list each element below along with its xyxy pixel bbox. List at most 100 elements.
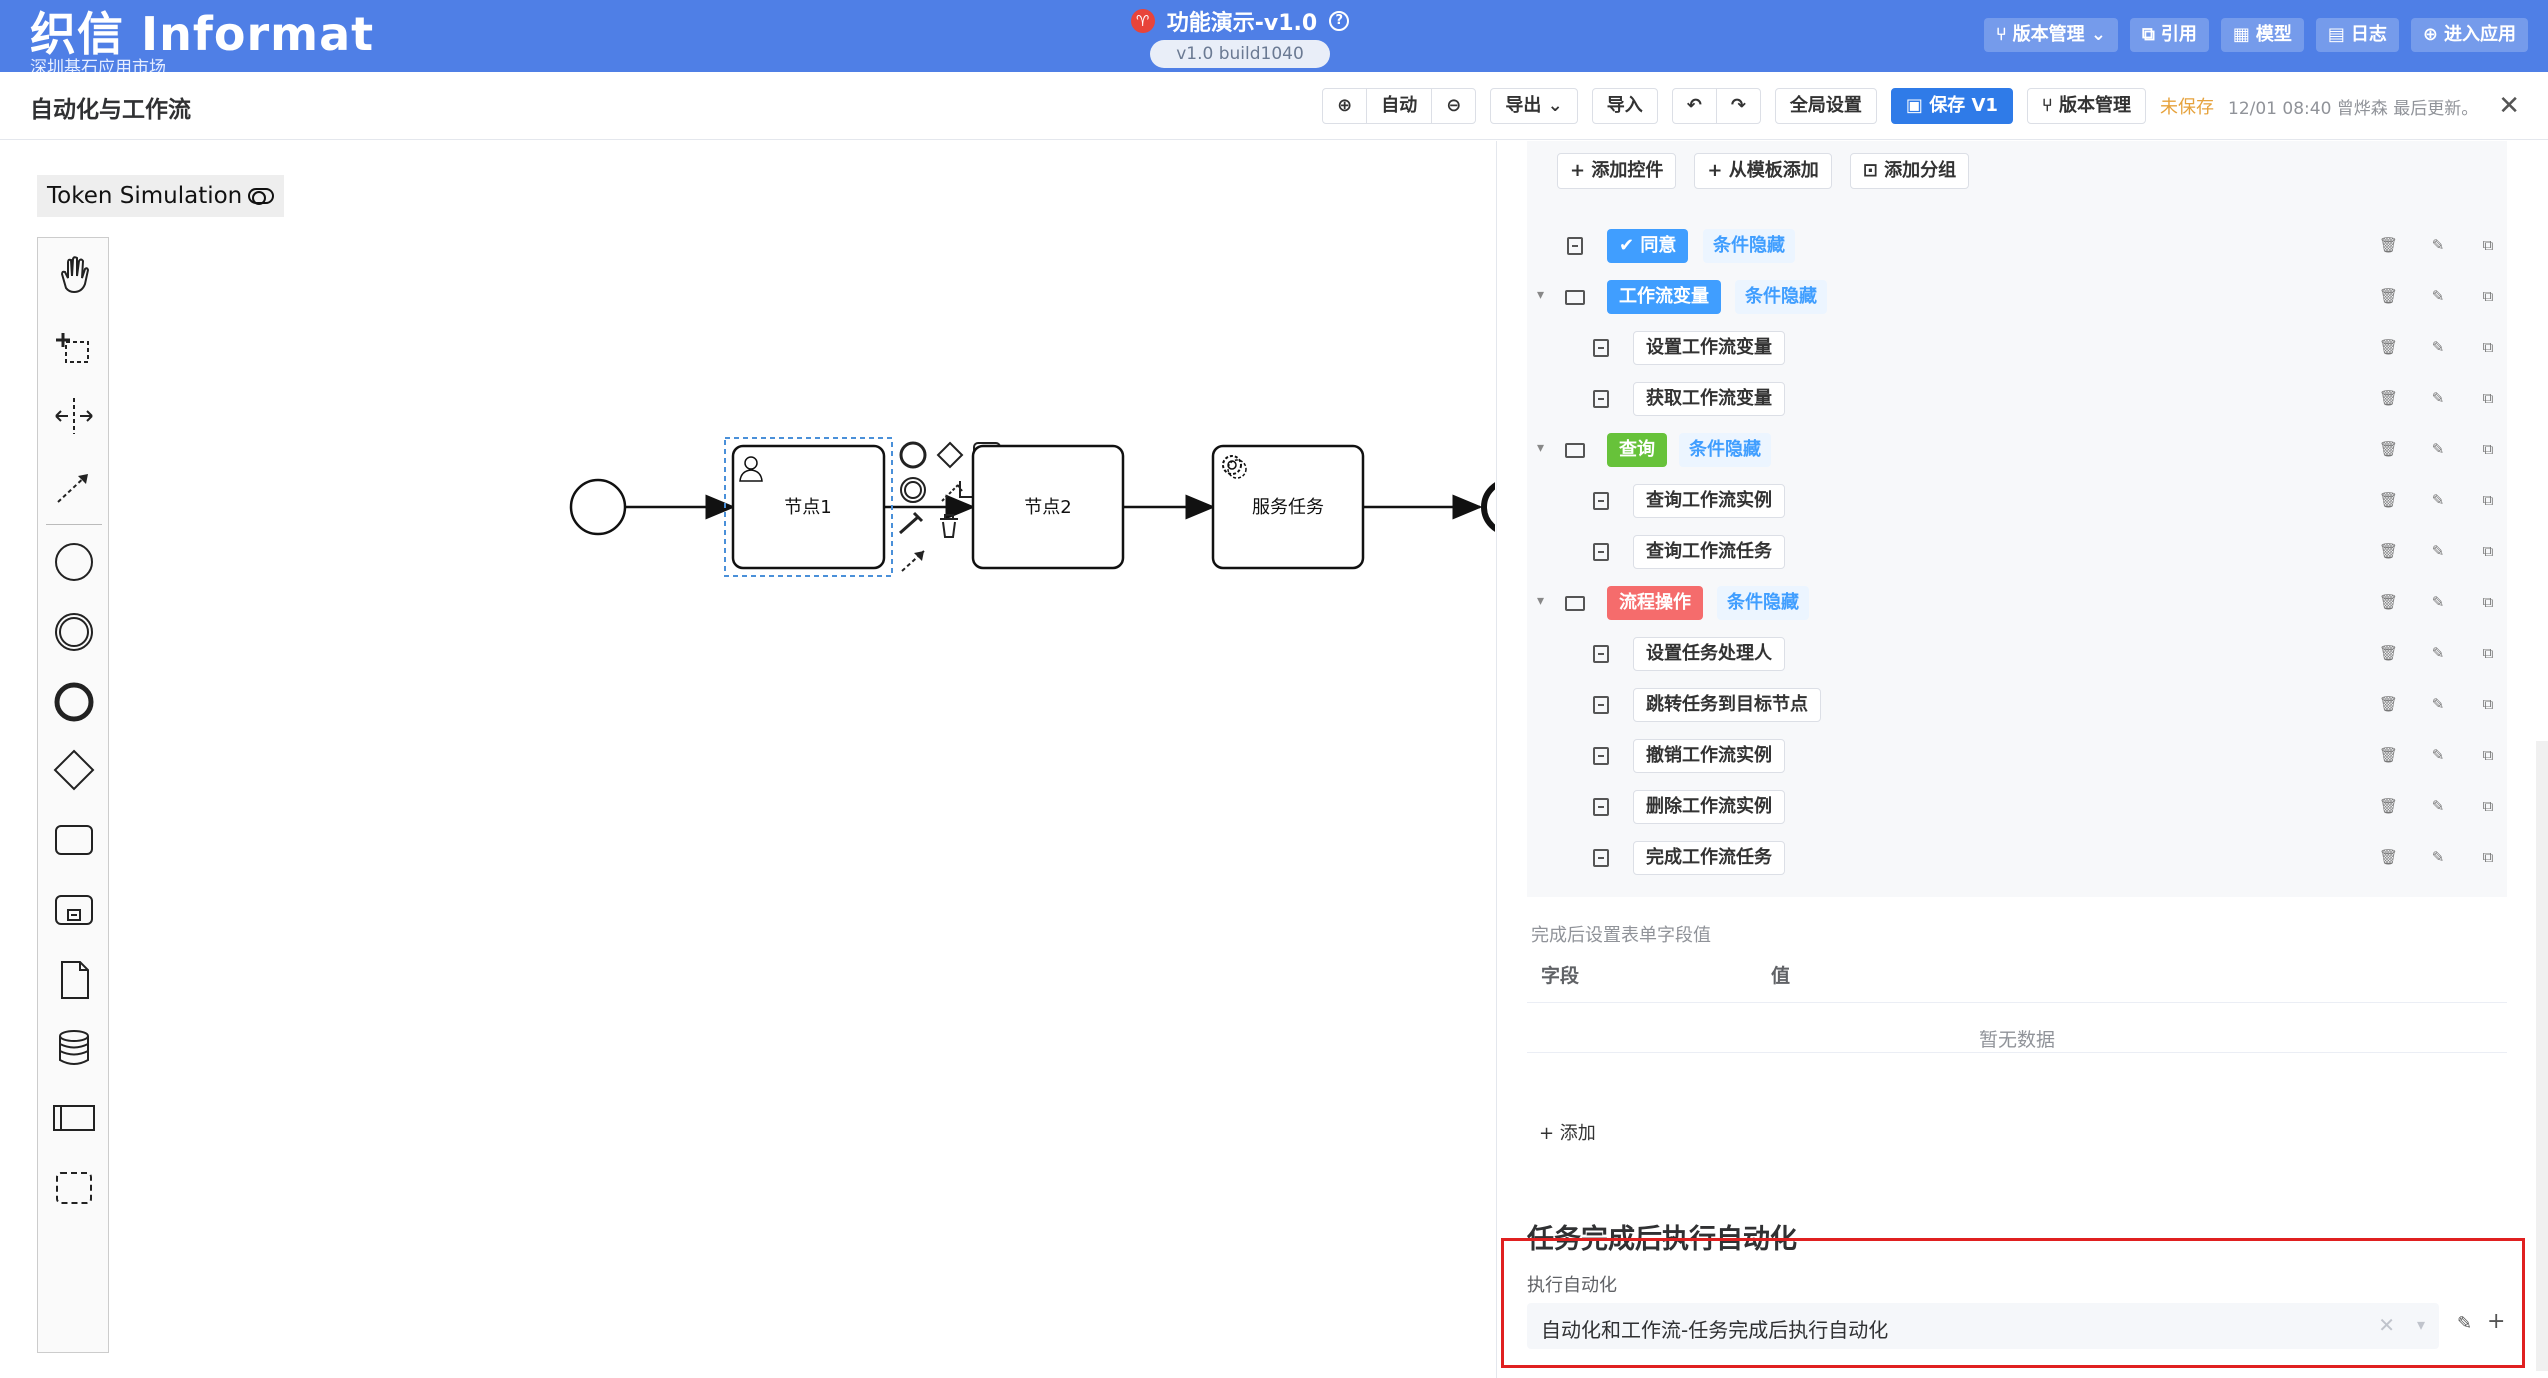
delete-icon[interactable]: 🗑	[2379, 695, 2399, 713]
control-item[interactable]: 查询工作流实例	[1633, 484, 1785, 518]
gateway-icon[interactable]	[50, 746, 98, 794]
edit-icon[interactable]: ✎	[2431, 389, 2445, 407]
edit-icon[interactable]: ✎	[2431, 593, 2445, 611]
add-from-template-button[interactable]: + 从模板添加	[1694, 153, 1832, 189]
redo-button[interactable]: ↷	[1730, 95, 1746, 116]
zoom-in-button[interactable]: ⊕	[1323, 89, 1368, 123]
append-end-event-icon[interactable]	[899, 441, 927, 469]
tree-item[interactable]: 撤销工作流实例 🗑✎⧉	[1527, 736, 2507, 776]
delete-icon[interactable]: 🗑	[2379, 542, 2399, 560]
delete-icon[interactable]: 🗑	[2379, 338, 2399, 356]
undo-button[interactable]: ↶	[1673, 89, 1717, 123]
append-gateway-icon[interactable]	[936, 441, 964, 469]
copy-icon[interactable]: ⧉	[2482, 644, 2494, 662]
save-button[interactable]: ▣ 保存 V1	[1890, 88, 2013, 124]
copy-icon[interactable]: ⧉	[2482, 491, 2494, 509]
delete-icon[interactable]: 🗑	[2379, 389, 2399, 407]
group-icon[interactable]	[50, 1164, 98, 1212]
copy-icon[interactable]: ⧉	[2482, 542, 2494, 560]
connect-tool-icon[interactable]	[50, 462, 98, 510]
tree-group[interactable]: ▾ 查询 条件隐藏 🗑✎⧉	[1527, 430, 2507, 470]
tree-group[interactable]: ▾ 流程操作 条件隐藏 🗑✎⧉	[1527, 583, 2507, 623]
group-tag[interactable]: 查询	[1607, 433, 1667, 467]
tree-group[interactable]: ▾ 工作流变量 条件隐藏 🗑✎⧉	[1527, 277, 2507, 317]
control-item[interactable]: 撤销工作流实例	[1633, 739, 1785, 773]
intermediate-event-icon[interactable]	[50, 608, 98, 656]
copy-icon[interactable]: ⧉	[2482, 236, 2494, 254]
log-button[interactable]: ▤日志	[2315, 18, 2399, 52]
group-tag[interactable]: 工作流变量	[1607, 280, 1721, 314]
end-event-icon[interactable]	[50, 678, 98, 726]
reference-button[interactable]: ⧉引用	[2130, 18, 2209, 52]
add-icon[interactable]: +	[2487, 1309, 2506, 1334]
delete-icon[interactable]: 🗑	[2379, 848, 2399, 866]
add-control-button[interactable]: + 添加控件	[1557, 153, 1677, 189]
copy-icon[interactable]: ⧉	[2482, 440, 2494, 458]
copy-icon[interactable]: ⧉	[2482, 746, 2494, 764]
subprocess-icon[interactable]	[50, 886, 98, 934]
tree-item[interactable]: 查询工作流任务 🗑✎⧉	[1527, 532, 2507, 572]
delete-icon[interactable]: 🗑	[2379, 236, 2399, 254]
zoom-auto-button[interactable]: 自动	[1367, 89, 1433, 123]
edit-icon[interactable]: ✎	[2431, 491, 2445, 509]
data-object-icon[interactable]	[50, 956, 98, 1004]
copy-icon[interactable]: ⧉	[2482, 593, 2494, 611]
panel-scrollbar[interactable]	[2536, 741, 2548, 1371]
chevron-down-icon[interactable]: ▾	[2416, 1315, 2425, 1334]
control-tag[interactable]: ✔ 同意	[1607, 229, 1689, 263]
close-icon[interactable]: ✕	[2498, 91, 2520, 121]
copy-icon[interactable]: ⧉	[2482, 797, 2494, 815]
control-item[interactable]: 设置任务处理人	[1633, 637, 1785, 671]
automation-select[interactable]: 自动化和工作流-任务完成后执行自动化 ✕ ▾	[1527, 1303, 2439, 1349]
chevron-down-icon[interactable]: ▾	[1537, 287, 1545, 303]
delete-icon[interactable]	[940, 514, 958, 538]
task-node2[interactable]: 节点2	[971, 444, 1125, 570]
control-item[interactable]: 获取工作流变量	[1633, 382, 1785, 416]
bpmn-canvas[interactable]: Token Simulation	[0, 141, 1495, 1378]
edit-icon[interactable]: ✎	[2457, 1313, 2473, 1334]
tree-item[interactable]: 获取工作流变量 🗑 ✎ ⧉	[1527, 379, 2507, 419]
chevron-down-icon[interactable]: ▾	[1537, 593, 1545, 609]
data-store-icon[interactable]	[50, 1024, 98, 1072]
model-button[interactable]: ▦模型	[2220, 18, 2304, 52]
tree-item[interactable]: 设置工作流变量 🗑✎⧉	[1527, 328, 2507, 368]
edit-icon[interactable]: ✎	[2431, 236, 2445, 254]
lasso-tool-icon[interactable]	[50, 322, 98, 370]
tree-item[interactable]: 查询工作流实例 🗑✎⧉	[1527, 481, 2507, 521]
pool-icon[interactable]	[50, 1094, 98, 1142]
clear-icon[interactable]: ✕	[2378, 1313, 2395, 1337]
delete-icon[interactable]: 🗑	[2379, 593, 2399, 611]
control-item[interactable]: 删除工作流实例	[1633, 790, 1785, 824]
edit-icon[interactable]: ✎	[2431, 746, 2445, 764]
start-event-icon[interactable]	[50, 538, 98, 586]
task-icon[interactable]	[50, 816, 98, 864]
user-task-node1[interactable]: 节点1	[731, 444, 886, 570]
edit-icon[interactable]: ✎	[2431, 797, 2445, 815]
control-item[interactable]: 查询工作流任务	[1633, 535, 1785, 569]
space-tool-icon[interactable]	[50, 392, 98, 440]
zoom-out-button[interactable]: ⊖	[1446, 95, 1462, 116]
export-dropdown[interactable]: 导出 ⌄	[1490, 88, 1578, 124]
copy-icon[interactable]: ⧉	[2482, 848, 2494, 866]
wrench-icon[interactable]	[899, 511, 924, 535]
end-event[interactable]	[1481, 481, 1495, 533]
import-button[interactable]: 导入	[1591, 88, 1658, 124]
delete-icon[interactable]: 🗑	[2379, 287, 2399, 305]
tree-item[interactable]: 设置任务处理人 🗑✎⧉	[1527, 634, 2507, 674]
edit-icon[interactable]: ✎	[2431, 848, 2445, 866]
edit-icon[interactable]: ✎	[2431, 440, 2445, 458]
edit-icon[interactable]: ✎	[2431, 644, 2445, 662]
delete-icon[interactable]: 🗑	[2379, 797, 2399, 815]
token-simulation-toggle[interactable]: Token Simulation	[37, 175, 285, 217]
tree-item[interactable]: 删除工作流实例 🗑 ✎ ⧉	[1527, 787, 2507, 827]
tree-item[interactable]: 跳转任务到目标节点 🗑✎⧉	[1527, 685, 2507, 725]
copy-icon[interactable]: ⧉	[2482, 389, 2494, 407]
chevron-down-icon[interactable]: ▾	[1537, 440, 1545, 456]
append-text-annotation-icon[interactable]	[941, 484, 963, 502]
edit-icon[interactable]: ✎	[2431, 695, 2445, 713]
edit-icon[interactable]: ✎	[2431, 338, 2445, 356]
control-item[interactable]: 完成工作流任务	[1633, 841, 1785, 875]
brand[interactable]: 织信 Informat 深圳基石应用市场	[30, 8, 374, 78]
copy-icon[interactable]: ⧉	[2482, 287, 2494, 305]
help-icon[interactable]: ?	[1329, 11, 1350, 31]
